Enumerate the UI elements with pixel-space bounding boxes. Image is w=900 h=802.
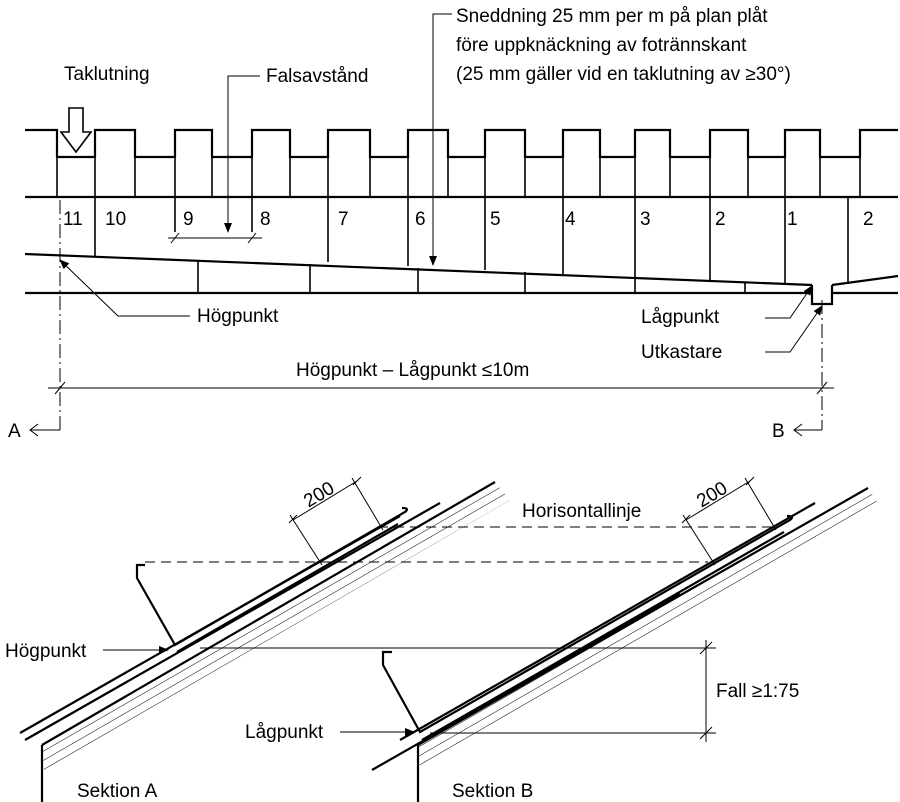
sektion-b-title: Sektion B — [452, 781, 533, 802]
sheet-numbers: 11 10 9 8 7 6 5 4 3 2 1 2 — [63, 209, 874, 230]
section-a-label: A — [8, 421, 21, 442]
sheet-number: 2 — [715, 209, 726, 230]
sheet-number: 5 — [490, 209, 501, 230]
lagpunkt-leader — [765, 285, 813, 319]
taklutning-label: Taklutning — [64, 64, 150, 85]
fall-label: Fall ≥1:75 — [716, 681, 799, 702]
overall-dimension-label: Högpunkt – Lågpunkt ≤10m — [296, 360, 529, 381]
slope-direction-icon — [59, 107, 93, 154]
sheet-number: 3 — [640, 209, 651, 230]
sneddning-line-1: Sneddning 25 mm per m på plan plåt — [456, 6, 768, 27]
lagpunkt-label: Lågpunkt — [641, 307, 720, 328]
section-b-sheet — [399, 502, 816, 741]
sneddning-line-2: före uppknäckning av fotrännskant — [456, 35, 747, 56]
sheet-number: 8 — [260, 209, 271, 230]
sheet-number: 10 — [105, 209, 126, 230]
section-b-roof-surface — [417, 487, 869, 746]
sheet-number: 6 — [415, 209, 426, 230]
section-a-roof-surface — [41, 481, 496, 746]
section-a-hatch — [42, 482, 510, 770]
section-b-gutter-fold — [381, 514, 793, 734]
sneddning-leader — [429, 13, 452, 266]
section-a-dim-label: 200 — [300, 478, 338, 512]
falsavstand-label: Falsavstånd — [266, 66, 368, 87]
fold-profile — [25, 128, 898, 159]
section-hogpunkt-label: Högpunkt — [5, 641, 87, 662]
sheet-number: 1 — [787, 209, 798, 230]
sheet-number: 9 — [183, 209, 194, 230]
section-b-dim-label: 200 — [693, 478, 731, 512]
section-a-gutter-fold — [135, 506, 408, 647]
fold-verticals — [56, 157, 861, 197]
utkastare-leader — [765, 305, 823, 353]
sheet-number: 7 — [338, 209, 349, 230]
section-b-dim-line — [685, 480, 751, 521]
utkastare-label: Utkastare — [641, 342, 722, 363]
section-a-view: 200 — [19, 476, 510, 802]
sneddning-line-3: (25 mm gäller vid en taklutning av ≥30°) — [456, 64, 791, 85]
sheet-number: 11 — [63, 209, 83, 230]
sheet-number: 4 — [565, 209, 576, 230]
sektion-a-title: Sektion A — [77, 781, 158, 802]
sheet-number: 2 — [863, 209, 874, 230]
horisontallinje-label: Horisontallinje — [522, 501, 641, 522]
section-a-dim-line — [292, 480, 358, 521]
gutter-slope-line — [24, 252, 813, 287]
section-b-view: 200 Fall ≥1:75 — [200, 476, 880, 802]
section-b-label: B — [772, 421, 785, 442]
section-b-hatch — [418, 488, 880, 770]
section-lagpunkt-label: Lågpunkt — [245, 722, 324, 743]
sheet-dividers — [94, 197, 849, 293]
section-a-sheet — [24, 502, 441, 741]
falsavstand-leader — [224, 75, 260, 233]
plan-view: 11 10 9 8 7 6 5 4 3 2 1 2 Taklutning Fal… — [8, 6, 899, 442]
hogpunkt-label: Högpunkt — [197, 306, 279, 327]
hogpunkt-leader — [59, 259, 190, 317]
gutter-slope-line-right — [831, 274, 899, 287]
